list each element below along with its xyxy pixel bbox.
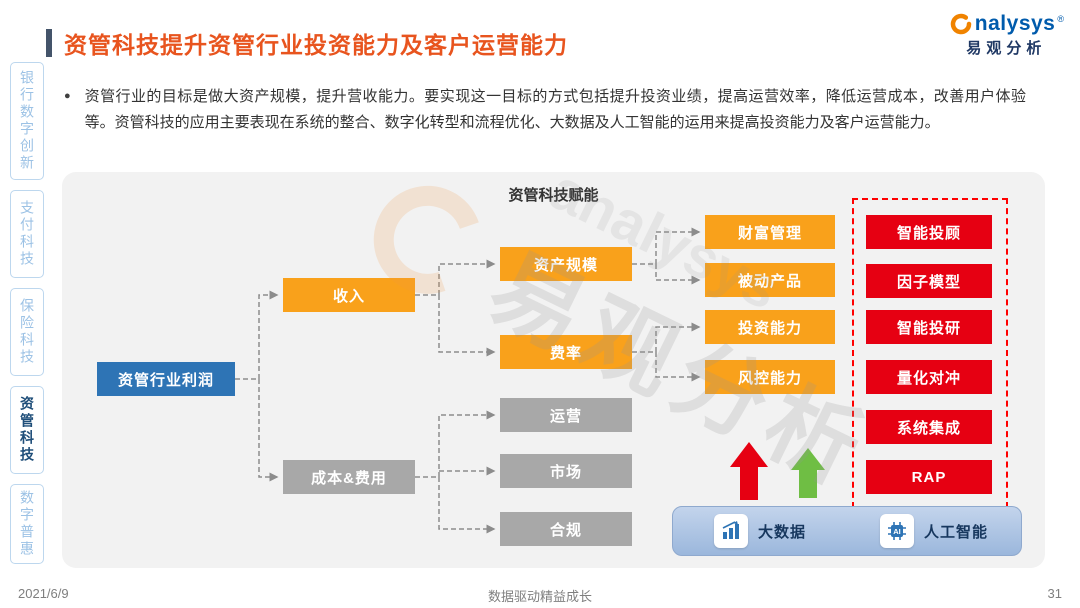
logo-registered-mark: ®: [1057, 14, 1064, 24]
node-operations: 运营: [500, 398, 632, 432]
analysys-logo: nalysys ® 易观分析: [949, 12, 1064, 58]
ai-label: 人工智能: [923, 523, 988, 541]
node-cost-expense: 成本&费用: [283, 460, 415, 494]
footer-date: 2021/6/9: [18, 586, 69, 601]
logo-latin-text: nalysys: [974, 12, 1056, 35]
diagram-title: 资管科技赋能: [508, 187, 599, 204]
svg-text:AI: AI: [893, 527, 901, 536]
node-market: 市场: [500, 454, 632, 488]
growth-arrows: [730, 442, 825, 500]
connector-lines: [235, 227, 701, 534]
logo-chinese-text: 易观分析: [966, 40, 1047, 57]
footer-slogan: 数据驱动精益成长: [487, 589, 592, 604]
node-industry-profit: 资管行业利润: [97, 362, 235, 396]
title-row: 资管科技提升资管行业投资能力及客户运营能力: [46, 26, 568, 60]
title-accent-bar: [46, 29, 52, 57]
node-income: 收入: [283, 278, 415, 312]
up-arrow-red-icon: [730, 442, 768, 500]
sidebar-tab-insurance-tech[interactable]: 保险科技: [10, 288, 44, 376]
node-compliance: 合规: [500, 512, 632, 546]
analysys-swirl-icon: [950, 13, 972, 35]
ai-chip-icon: AI: [879, 514, 914, 548]
node-passive-products: 被动产品: [705, 263, 835, 297]
sidebar-tab-digital-inclusion[interactable]: 数字普惠: [10, 484, 44, 564]
page-number: 31: [1047, 586, 1062, 601]
intro-section: ● 资管行业的目标是做大资产规模，提升营收能力。要实现这一目标的方式包括提升投资…: [64, 84, 1026, 136]
tech-quant-hedging: 量化对冲: [866, 360, 992, 394]
big-data-group: 大数据: [673, 514, 847, 548]
tech-rap: RAP: [866, 460, 992, 494]
diagram-panel: 资管科技赋能 资管行业利润: [62, 172, 1045, 568]
node-risk-control: 风控能力: [705, 360, 835, 394]
tech-system-integration: 系统集成: [866, 410, 992, 444]
page-title: 资管科技提升资管行业投资能力及客户运营能力: [64, 32, 568, 58]
intro-text: 资管行业的目标是做大资产规模，提升营收能力。要实现这一目标的方式包括提升投资业绩…: [84, 88, 1026, 131]
node-wealth-management: 财富管理: [705, 215, 835, 249]
big-data-label: 大数据: [757, 523, 806, 541]
up-arrow-green-icon: [791, 448, 825, 498]
sidebar-tab-asset-mgmt-tech[interactable]: 资管科技: [10, 386, 44, 474]
ai-group: AI 人工智能: [847, 514, 1021, 548]
sidebar-tab-payment-tech[interactable]: 支付科技: [10, 190, 44, 278]
tech-smart-research: 智能投研: [866, 310, 992, 344]
node-asset-scale: 资产规模: [500, 247, 632, 281]
tech-foundation-bar: 大数据 AI 人工智能: [672, 506, 1022, 556]
node-investment-ability: 投资能力: [705, 310, 835, 344]
tech-factor-model: 因子模型: [866, 264, 992, 298]
sidebar-tab-bank-digital-innovation[interactable]: 银行数字创新: [10, 62, 44, 180]
bullet-icon: ●: [64, 90, 71, 102]
node-fee-rate: 费率: [500, 335, 632, 369]
bar-chart-icon: [713, 514, 748, 548]
tech-smart-advisory: 智能投顾: [866, 215, 992, 249]
